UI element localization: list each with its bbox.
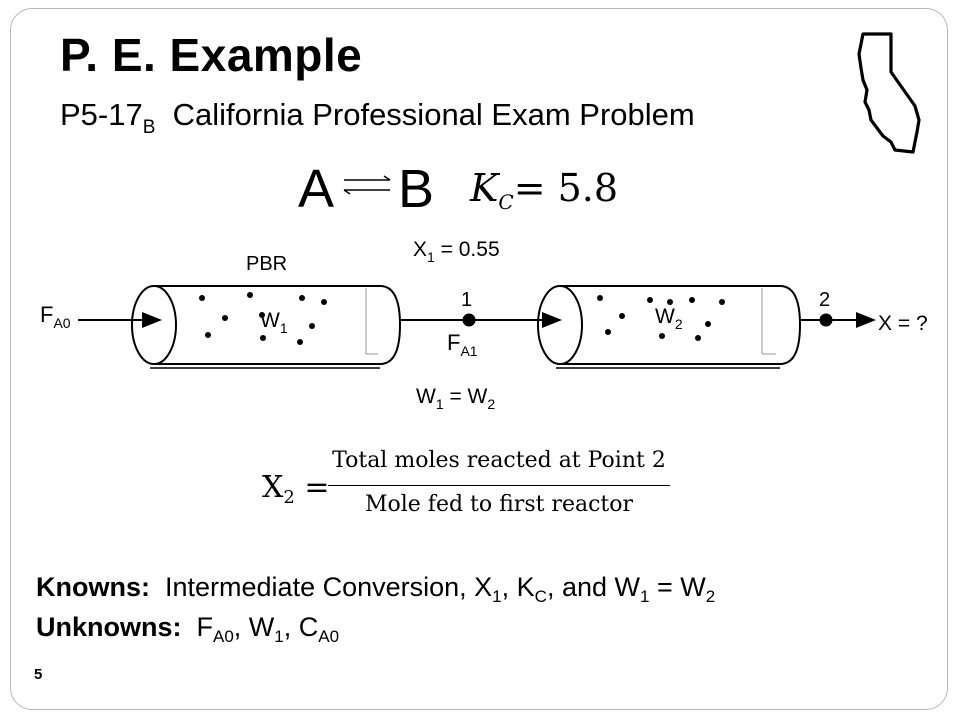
- unknowns-c-sub: A0: [318, 627, 340, 646]
- reactor-2: [537, 285, 802, 369]
- knowns-k-sub: C: [534, 587, 547, 606]
- pbr-label: PBR: [246, 253, 287, 275]
- kc-subscript: C: [498, 190, 514, 214]
- outlet-label: X = ?: [878, 312, 928, 335]
- outlet-stream-arrow: [800, 312, 876, 328]
- kc-value: = 5.8: [513, 166, 619, 210]
- eq-w1-sub: 1: [436, 396, 444, 412]
- slide-frame: [10, 8, 948, 710]
- w2-label: W2: [655, 305, 683, 332]
- x1-label: X1 = 0.55: [413, 238, 500, 265]
- point-1-label: 1: [461, 289, 472, 311]
- reactor-diagram: PBR X1 = 0.55 FA0 W1 W2 1 2 FA1 X = ? W1…: [40, 238, 928, 412]
- unknowns-w-sub: 1: [274, 627, 284, 646]
- unknowns-label: Unknowns:: [36, 612, 182, 642]
- subtitle-text: California Professional Exam Problem: [172, 97, 695, 132]
- unknowns-text-1: F: [181, 612, 214, 642]
- fa1-label: FA1: [447, 330, 478, 359]
- w2-sub: 2: [675, 316, 683, 332]
- point-2-label: 2: [819, 289, 830, 311]
- fraction-bar: [328, 485, 670, 486]
- knowns-w2-sub: 2: [705, 587, 716, 606]
- knowns-w1-sub: 1: [639, 587, 650, 606]
- feed-label: FA0: [40, 302, 71, 331]
- knowns-label: Knowns:: [36, 572, 150, 602]
- reactant-label: A: [298, 159, 335, 219]
- knowns-text-3: , and W: [546, 572, 640, 602]
- w2-main: W: [655, 305, 675, 328]
- knowns-line: Knowns: Intermediate Conversion, X1, KC,…: [36, 572, 715, 607]
- unknowns-line: Unknowns: FA0, W1, CA0: [36, 612, 339, 647]
- equilibrium-arrows-icon: [343, 175, 391, 195]
- unknowns-f-sub: A0: [213, 627, 234, 646]
- slide-subtitle: P5-17B California Professional Exam Prob…: [60, 97, 695, 139]
- feed-sub: A0: [53, 315, 70, 331]
- problem-number-subscript: B: [142, 117, 156, 138]
- eq-mid: = W: [444, 385, 488, 408]
- w1-sub: 1: [280, 320, 288, 336]
- x1-sub: 1: [427, 249, 435, 265]
- feed-main: F: [40, 302, 53, 327]
- page-number: 5: [34, 666, 43, 683]
- equilibrium-constant: KC= 5.8: [470, 166, 618, 214]
- w1-main: W: [260, 309, 280, 332]
- unknowns-text-2: , W: [233, 612, 275, 642]
- unknowns-text-3: , C: [283, 612, 319, 642]
- lhs-symbol: X: [262, 470, 284, 505]
- x1-main: X: [413, 238, 427, 261]
- eq-w1-main: W: [416, 385, 436, 408]
- equation-numerator: Total moles reacted at Point 2: [332, 448, 666, 473]
- x1-value: = 0.55: [435, 238, 500, 261]
- fa1-main: F: [447, 330, 460, 355]
- fa1-sub: A1: [460, 343, 477, 359]
- problem-number: P5-17: [60, 97, 143, 132]
- knowns-text-2: , K: [501, 572, 535, 602]
- eq-w2-sub: 2: [487, 396, 495, 412]
- reaction-equation: A B: [298, 158, 448, 219]
- california-map-icon: [857, 32, 921, 154]
- knowns-x-sub: 1: [492, 587, 502, 606]
- reactor-1: [131, 285, 402, 369]
- kc-symbol: K: [470, 166, 499, 210]
- catalyst-particles-2: [597, 295, 725, 341]
- equation-lhs: X2 =: [262, 470, 330, 508]
- slide-title: P. E. Example: [60, 29, 363, 81]
- w1-label: W1: [260, 309, 288, 336]
- product-label: B: [398, 159, 435, 219]
- knowns-text-4: = W: [649, 572, 706, 602]
- feed-stream-arrow: [78, 312, 162, 328]
- equation-denominator: Mole fed to first reactor: [364, 492, 634, 517]
- catalyst-particles-1: [199, 292, 327, 345]
- weight-equality-label: W1 = W2: [416, 385, 495, 412]
- interstage-stream-arrow: [400, 312, 562, 328]
- equals-sign: =: [304, 470, 330, 505]
- lhs-subscript: 2: [283, 487, 295, 508]
- knowns-text-1: Intermediate Conversion, X: [150, 572, 493, 602]
